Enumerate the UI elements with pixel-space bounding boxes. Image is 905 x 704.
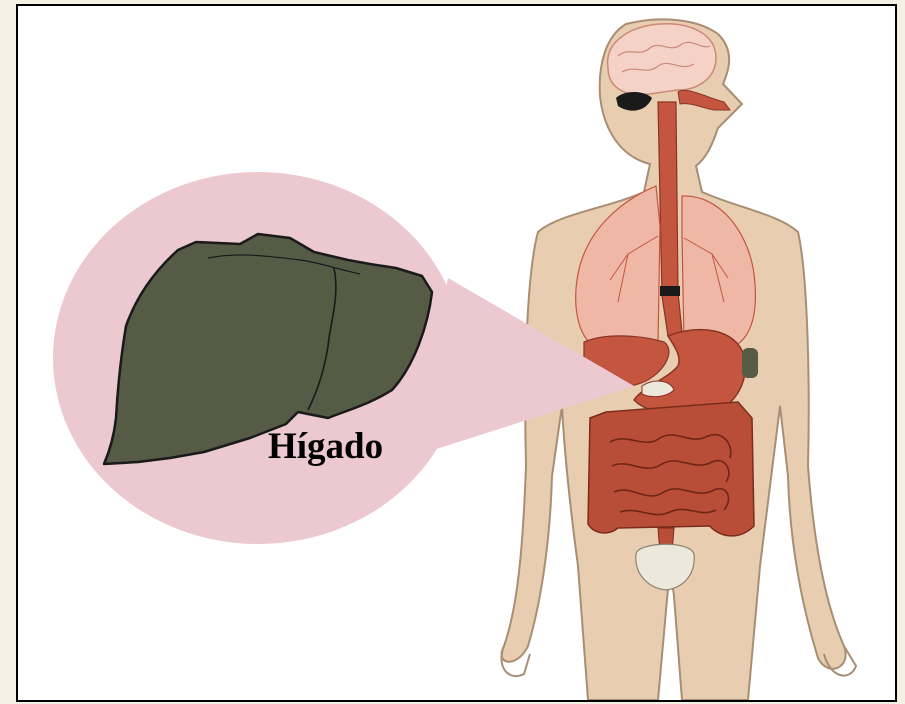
diagram-frame: Hígado xyxy=(16,4,897,702)
anatomy-illustration xyxy=(18,6,895,700)
callout-label-liver: Hígado xyxy=(268,428,383,465)
brain-shape xyxy=(608,24,716,95)
spleen xyxy=(742,348,758,378)
intestines xyxy=(588,402,754,554)
esophageal-sphincter xyxy=(660,286,680,296)
